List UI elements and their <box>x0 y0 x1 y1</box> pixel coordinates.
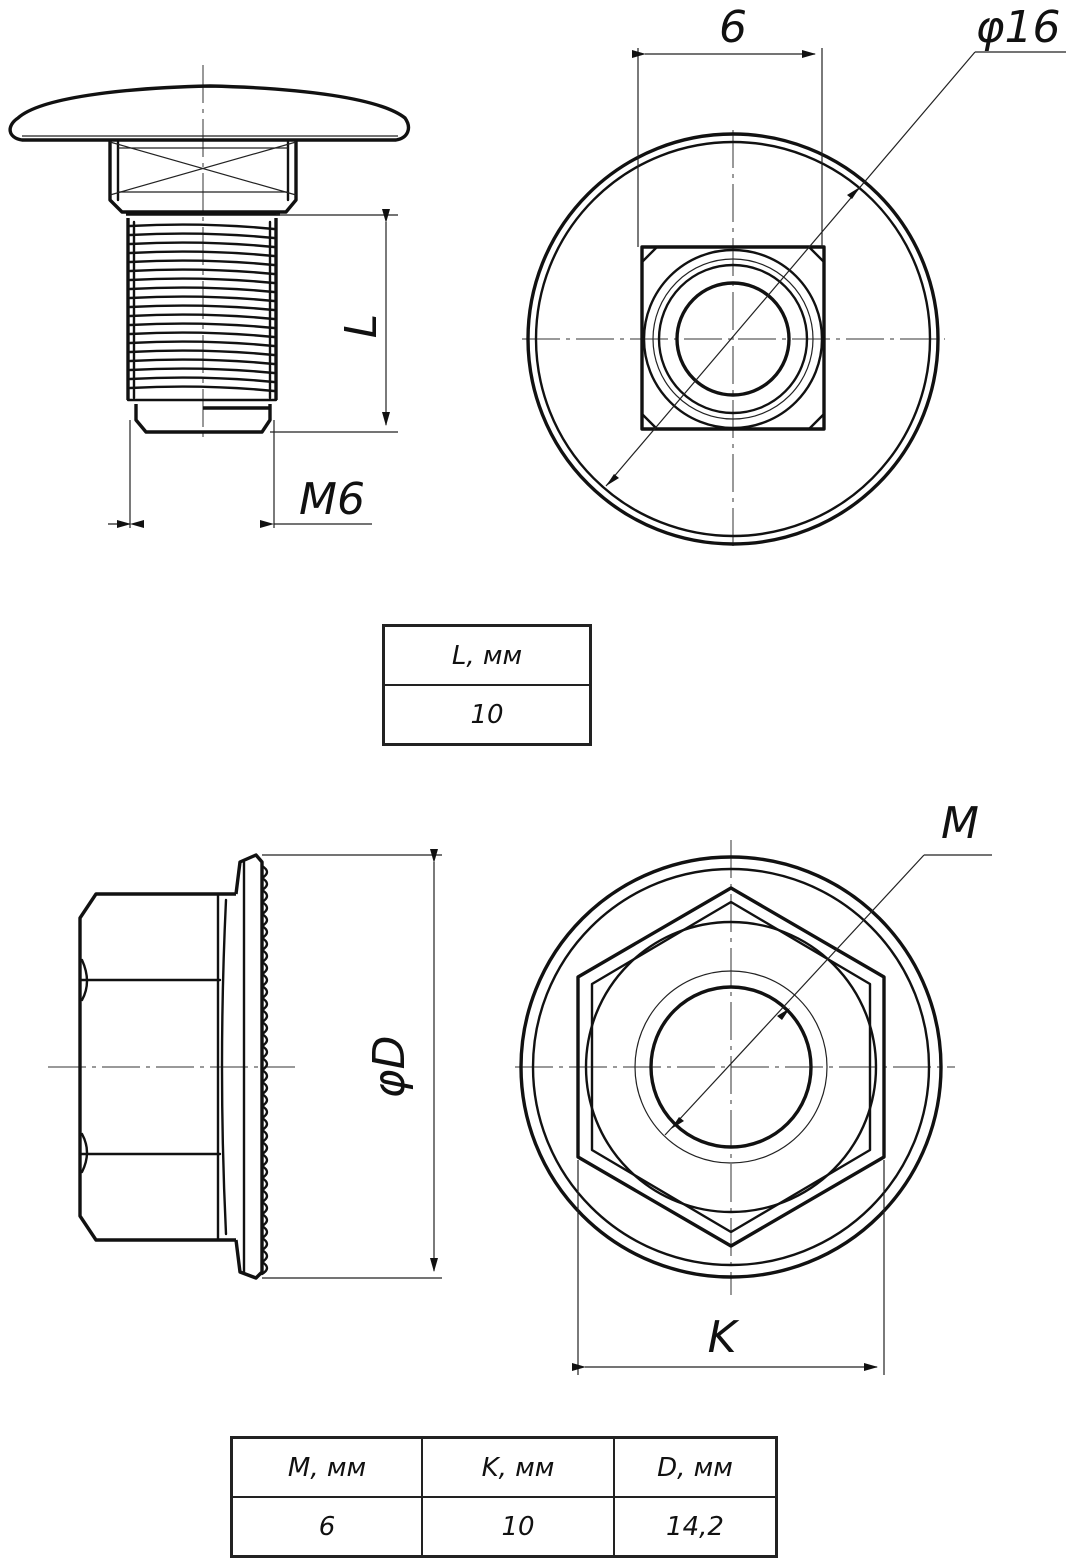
thread-line <box>128 241 276 249</box>
table-value-D: 14,2 <box>613 1496 778 1558</box>
thread-line <box>128 295 276 303</box>
thread-line <box>128 286 276 294</box>
dimension-phi16: φ16 <box>605 2 1066 487</box>
thread-line <box>128 385 276 393</box>
table-value-M: 6 <box>230 1496 423 1558</box>
bolt-thread <box>126 212 280 434</box>
dimension-L: L <box>270 209 398 433</box>
thread-line <box>128 322 276 330</box>
thread-line <box>128 223 276 231</box>
dimension-M: M <box>664 798 992 1136</box>
table-value-L: 10 <box>382 684 592 746</box>
thread-line <box>128 268 276 276</box>
thread-line <box>128 376 276 384</box>
thread-line <box>128 313 276 321</box>
dimension-M6-label: M6 <box>299 474 365 525</box>
table-header-K: K, мм <box>421 1436 615 1498</box>
thread-line <box>128 250 276 258</box>
table-header-D: D, мм <box>613 1436 778 1498</box>
nut-flange <box>234 853 264 1280</box>
dimension-phiD: φD <box>262 849 442 1279</box>
thread-line <box>128 340 276 348</box>
thread-line <box>128 358 276 366</box>
nut-hex-body <box>78 892 236 1242</box>
thread-line <box>128 277 276 285</box>
dimension-M6: M6 <box>108 420 372 528</box>
bolt-top-view: 6 φ16 <box>522 2 1066 548</box>
bolt-spec-table: L, мм 10 <box>382 624 592 746</box>
table-header-L: L, мм <box>382 624 592 686</box>
dimension-L-label: L <box>336 314 387 339</box>
bolt-side-view: L M6 <box>8 65 411 528</box>
dimension-K-label: K <box>708 1312 740 1363</box>
dimension-K: K <box>572 1160 885 1375</box>
nut-hex-outline <box>576 886 886 1248</box>
dimension-6: 6 <box>632 2 823 247</box>
dimension-M-label: M <box>941 798 979 849</box>
nut-flange-outline <box>519 855 943 1279</box>
dimension-phiD-label: φD <box>364 1036 415 1099</box>
flange-serration <box>260 864 269 1276</box>
table-value-K: 10 <box>421 1496 615 1558</box>
thread-line <box>128 349 276 357</box>
dimension-phi16-label: φ16 <box>975 2 1060 53</box>
thread-line <box>128 367 276 375</box>
bolt-head-outline <box>526 132 940 546</box>
nut-spec-table: M, мм K, мм D, мм 6 10 14,2 <box>230 1436 778 1558</box>
thread-line <box>128 304 276 312</box>
thread-line <box>128 331 276 339</box>
thread-line <box>128 259 276 267</box>
table-header-M: M, мм <box>230 1436 423 1498</box>
dimension-6-label: 6 <box>719 2 747 53</box>
bolt-head <box>8 84 411 142</box>
thread-line <box>128 232 276 240</box>
nut-top-view: M K <box>515 798 992 1375</box>
nut-side-view: φD <box>48 849 442 1280</box>
bolt-square-neck <box>108 140 298 214</box>
